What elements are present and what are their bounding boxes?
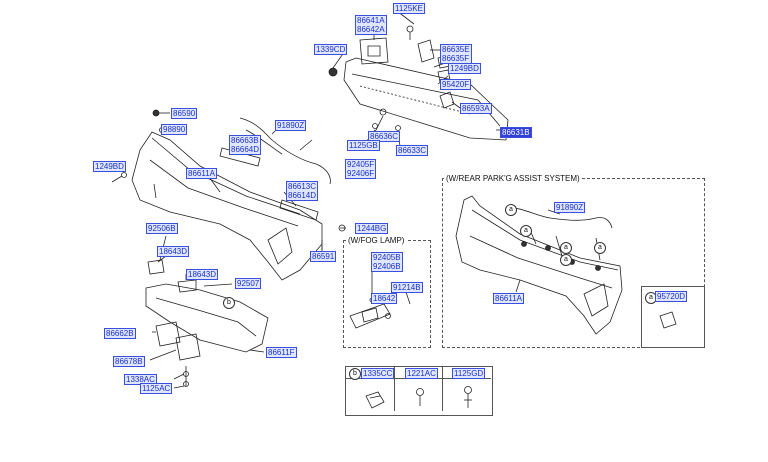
- part-92405b[interactable]: 92405B: [373, 253, 401, 262]
- part-86590[interactable]: 86590: [171, 108, 198, 119]
- part-92406b[interactable]: 92406B: [373, 262, 401, 271]
- part-1249bd-left[interactable]: 1249BD: [93, 161, 126, 172]
- sensor-95720d-shape: [659, 311, 677, 329]
- fog-lamp-box-title: (W/FOG LAMP): [346, 236, 407, 245]
- part-98890[interactable]: 98890: [161, 124, 188, 135]
- part-86591[interactable]: 86591: [310, 251, 337, 262]
- callout-a-1: a: [505, 204, 517, 216]
- part-92506b[interactable]: 92506B: [146, 223, 178, 234]
- fastener-table: [345, 366, 493, 416]
- part-92507[interactable]: 92507: [235, 278, 262, 289]
- part-1249bd-top[interactable]: 1249BD: [448, 63, 481, 74]
- callout-a-5: a: [594, 242, 606, 254]
- part-92405f[interactable]: 92405F: [347, 160, 375, 169]
- part-86641a[interactable]: 86641A: [357, 16, 385, 25]
- harness-shape: [239, 117, 331, 185]
- part-95720d[interactable]: 95720D: [655, 291, 688, 302]
- part-1125gd[interactable]: 1125GD: [452, 368, 486, 379]
- part-86611a[interactable]: 86611A: [186, 168, 217, 179]
- part-86641a-86642a[interactable]: 86641A 86642A: [355, 15, 387, 35]
- part-1125ke[interactable]: 1125KE: [393, 3, 425, 14]
- part-1244bg[interactable]: 1244BG: [355, 223, 389, 234]
- part-95420f[interactable]: 95420F: [440, 79, 472, 90]
- part-86593a[interactable]: 86593A: [460, 103, 492, 114]
- part-1335cc[interactable]: 1335CC: [361, 368, 395, 379]
- park-assist-box-title: (W/REAR PARK'G ASSIST SYSTEM): [444, 174, 582, 183]
- bracket-86662b-shape: [155, 321, 181, 347]
- rear-bumper-cover-shape: [131, 131, 323, 281]
- part-86633c[interactable]: 86633C: [396, 145, 429, 156]
- part-18643d-upper[interactable]: 18643D: [157, 246, 190, 257]
- part-1339cd[interactable]: 1339CD: [314, 44, 348, 55]
- part-91890z-pas[interactable]: 91890Z: [554, 202, 586, 213]
- callout-b-table: b: [349, 368, 361, 380]
- part-1125ac[interactable]: 1125AC: [140, 383, 173, 394]
- part-86613c-86614d[interactable]: 86613C 86614D: [286, 181, 319, 201]
- part-92405b-92406b[interactable]: 92405B 92406B: [371, 252, 403, 272]
- part-91214b[interactable]: 91214B: [391, 282, 423, 293]
- part-86642a[interactable]: 86642A: [357, 25, 385, 34]
- part-86678b[interactable]: 86678B: [113, 356, 145, 367]
- part-86663b-86664d[interactable]: 86663B 86664D: [229, 135, 262, 155]
- part-18643d-lower[interactable]: 18643D: [186, 269, 219, 280]
- part-86635e[interactable]: 86635E: [442, 45, 470, 54]
- upper-rail-shape: [343, 57, 509, 141]
- part-86613c[interactable]: 86613C: [288, 182, 317, 191]
- bracket-86678b-shape: [175, 333, 201, 361]
- part-86611f[interactable]: 86611F: [266, 347, 297, 358]
- part-86635f[interactable]: 86635F: [442, 54, 470, 63]
- part-86636c[interactable]: 86636C: [368, 131, 401, 142]
- part-86631b[interactable]: 86631B: [500, 127, 532, 138]
- callout-a-4: a: [560, 254, 572, 266]
- part-1221ac[interactable]: 1221AC: [405, 368, 438, 379]
- part-86662b[interactable]: 86662B: [104, 328, 136, 339]
- part-92406f[interactable]: 92406F: [347, 169, 375, 178]
- part-86664d[interactable]: 86664D: [231, 145, 260, 154]
- clip-1335cc-shape: [365, 391, 385, 409]
- callout-a-2: a: [520, 225, 532, 237]
- sensor-95720d-box: [641, 286, 705, 348]
- rear-bumper-pas-shape: [455, 195, 623, 335]
- pas-harness-shape: [505, 207, 613, 229]
- module-bracket-shape: [359, 37, 389, 65]
- callout-a-3: a: [560, 242, 572, 254]
- part-18642[interactable]: 18642: [371, 293, 398, 304]
- callout-b-lower: b: [223, 297, 235, 309]
- part-86663b[interactable]: 86663B: [231, 136, 259, 145]
- lower-valance-shape: [145, 283, 269, 353]
- part-91890z[interactable]: 91890Z: [275, 120, 307, 131]
- part-1125gb[interactable]: 1125GB: [347, 140, 380, 151]
- part-86635e-86635f[interactable]: 86635E 86635F: [440, 44, 472, 64]
- part-86611a-pas[interactable]: 86611A: [493, 293, 524, 304]
- part-92405f-92406f[interactable]: 92405F 92406F: [345, 159, 377, 179]
- part-86614d[interactable]: 86614D: [288, 191, 317, 200]
